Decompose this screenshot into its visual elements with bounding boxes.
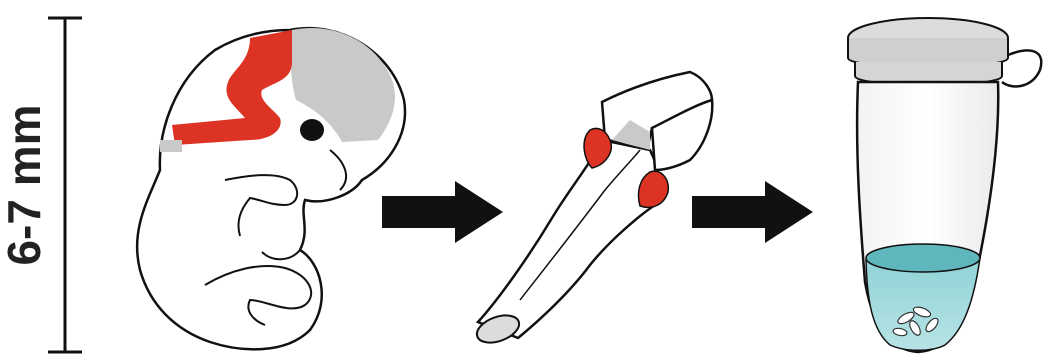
embryo-eye bbox=[300, 119, 324, 141]
right-arrow-icon bbox=[692, 181, 813, 243]
scale-bar-label: 6-7 mm bbox=[0, 104, 50, 265]
microcentrifuge-tube-icon bbox=[848, 18, 1041, 352]
scale-bar: 6-7 mm bbox=[0, 18, 82, 352]
tissue-icon bbox=[473, 72, 712, 348]
tissue-body bbox=[478, 140, 659, 338]
embryo-icon bbox=[137, 28, 405, 349]
tube-liquid-surface bbox=[866, 244, 980, 272]
right-arrow-icon bbox=[382, 181, 503, 243]
embryo-gray-spot bbox=[160, 140, 182, 152]
